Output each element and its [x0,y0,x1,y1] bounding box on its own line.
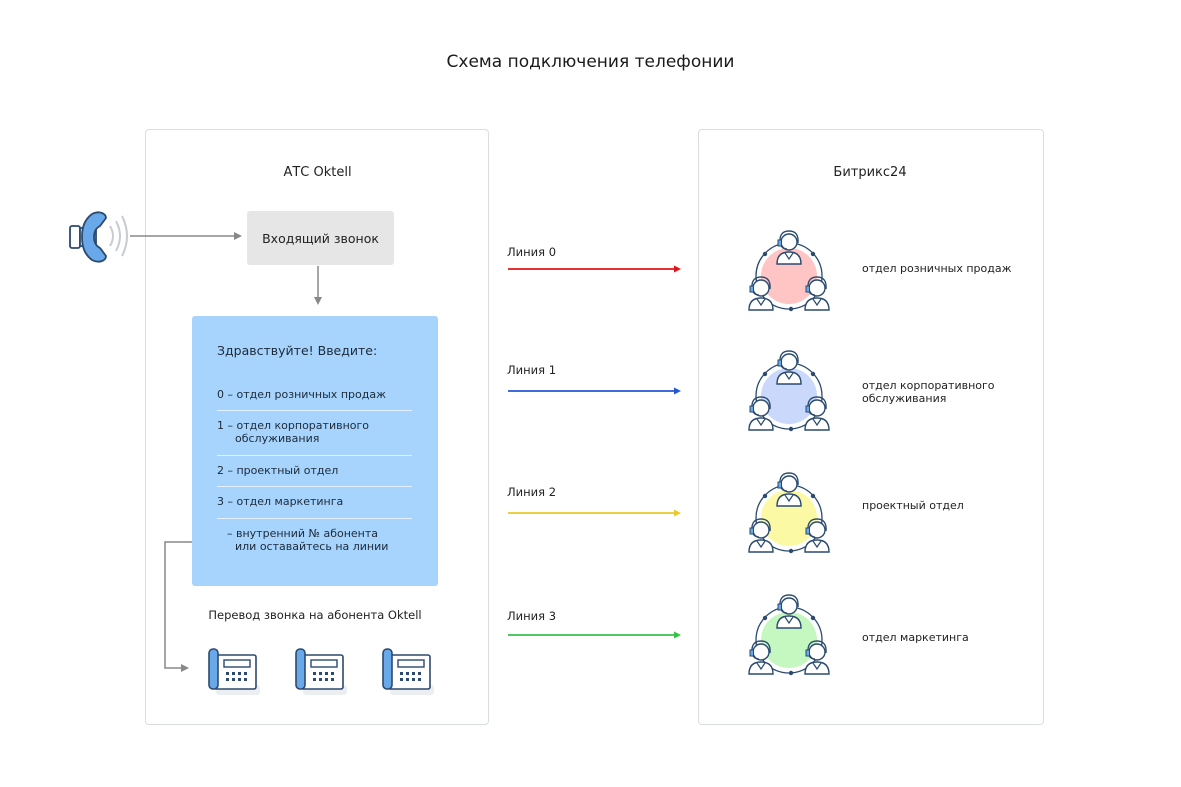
ivr-divider [217,518,412,519]
ivr-item-3: 3 – отдел маркетинга [217,495,412,508]
dept-label-retail-text: отдел розничных продаж [862,262,1012,275]
ivr-item-1: 1 – отдел корпоративного обслуживания [217,419,412,445]
right-panel [698,129,1044,725]
dept-label-project-text: проектный отдел [862,499,964,512]
ivr-greeting: Здравствуйте! Введите: [217,343,378,358]
right-panel-title: Битрикс24 [833,165,907,180]
ivr-divider [217,486,412,487]
dept-label-corporate-text-cont: обслуживания [862,392,947,405]
ivr-divider [217,410,412,411]
ivr-divider [217,455,412,456]
dept-label-corporate: отдел корпоративного обслуживания [862,379,995,405]
dept-label-project: проектный отдел [862,499,964,512]
ivr-item-0-text: 0 – отдел розничных продаж [217,388,386,401]
ivr-item-4-text: – внутренний № абонента [227,527,379,540]
line-2-label: Линия 2 [507,485,557,499]
ivr-item-3-text: 3 – отдел маркетинга [217,495,344,508]
dept-label-retail: отдел розничных продаж [862,262,1011,275]
operator-group-icon [748,472,830,554]
desk-phone-icon [295,648,347,695]
ringing-phone-icon [69,211,128,263]
line-3-arrowhead [674,631,681,639]
line-3-label: Линия 3 [507,609,557,623]
desk-phone-icon [382,648,434,695]
ivr-item-1-text-cont: обслуживания [235,432,320,445]
ivr-item-1-text: 1 – отдел корпоративного [217,419,370,432]
incoming-call-box: Входящий звонок [247,211,394,265]
dept-label-marketing: отдел маркетинга [862,631,969,644]
desk-phone-icon [208,648,260,695]
diagram-title: Схема подключения телефонии [446,52,735,72]
operator-group-icon [748,230,830,312]
line-0-label: Линия 0 [507,245,557,259]
transfer-label: Перевод звонка на абонента Oktell [208,608,422,622]
ivr-item-0: 0 – отдел розничных продаж [217,388,412,401]
line-1-arrowhead [674,387,681,395]
ivr-item-2-text: 2 – проектный отдел [217,464,339,477]
line-1-label: Линия 1 [507,363,557,377]
dept-label-corporate-text: отдел корпоративного [862,379,995,392]
left-panel-title: АТС Oktell [283,165,352,180]
line-0-arrowhead [674,265,681,273]
ivr-item-4-text-cont: или оставайтесь на линии [235,540,389,553]
ivr-item-4: – внутренний № абонента или оставайтесь … [217,527,412,553]
operator-group-icon [748,594,830,676]
operator-group-icon [748,350,830,432]
dept-label-marketing-text: отдел маркетинга [862,631,969,644]
line-2-arrowhead [674,509,681,517]
ivr-menu-box: Здравствуйте! Введите: 0 – отдел розничн… [192,316,438,586]
ivr-item-2: 2 – проектный отдел [217,464,412,477]
